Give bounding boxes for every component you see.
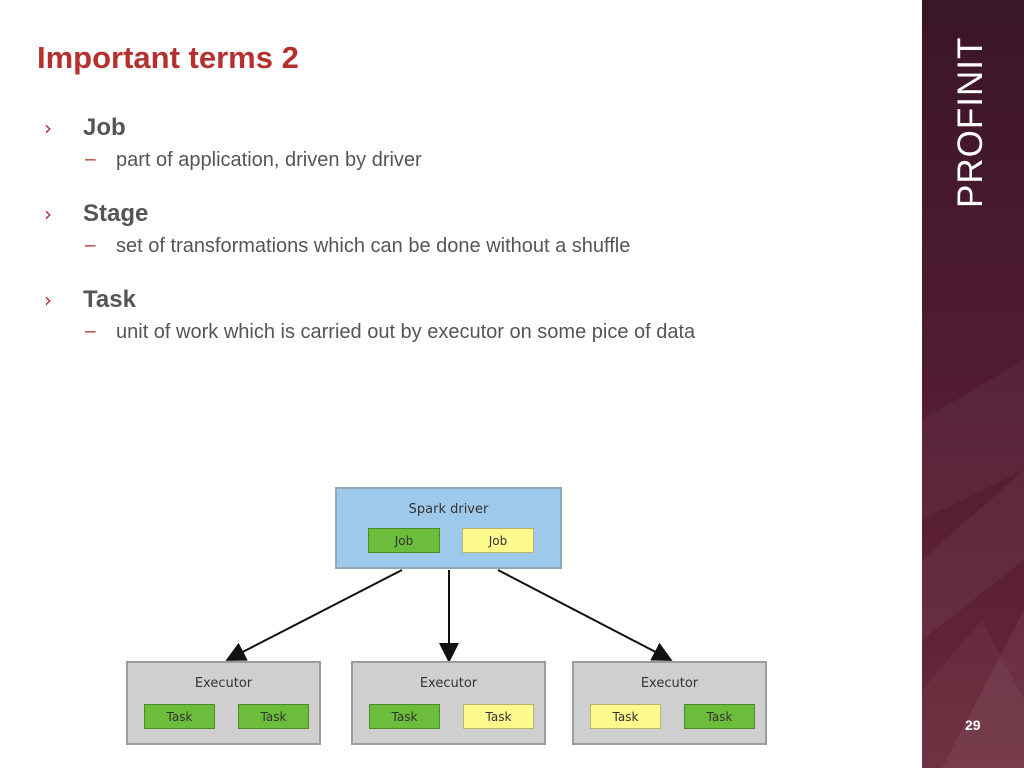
bullet-term: Stage (83, 200, 149, 227)
executor-title: Executor (194, 676, 253, 691)
spark-architecture-diagram: Spark driver Job Job Executor Task Task … (120, 480, 780, 750)
arrow-to-executor-3 (497, 569, 673, 661)
executor-title: Executor (419, 676, 478, 691)
task-chip: Task (238, 704, 309, 729)
executor-box: Executor Task Task (351, 661, 546, 745)
spark-driver-box: Spark driver Job Job (335, 487, 562, 569)
task-chip: Task (590, 704, 661, 729)
executor-title: Executor (640, 676, 699, 691)
sub-bullet-dash-icon: – (85, 321, 96, 342)
slide-title: Important terms 2 (37, 40, 299, 75)
bullet-list: › Job – part of application, driven by d… (40, 112, 900, 370)
sub-bullet-dash-icon: – (85, 235, 96, 256)
arrow-to-executor-1 (225, 569, 403, 661)
task-chip: Task (369, 704, 440, 729)
executor-box: Executor Task Task (126, 661, 321, 745)
job-chip: Job (462, 528, 534, 553)
sub-bullet-task: – unit of work which is carried out by e… (40, 316, 900, 370)
bullet-item-task: › Task (40, 284, 900, 316)
brand-logo: PROFINIT (951, 36, 990, 208)
executor-box: Executor Task Task (572, 661, 767, 745)
page-number: 29 (965, 717, 981, 733)
bullet-term: Task (83, 286, 136, 313)
task-chip: Task (684, 704, 755, 729)
bullet-chevron-icon: › (44, 288, 52, 312)
bullet-term: Job (83, 114, 126, 141)
brand-side-panel (922, 0, 1024, 768)
driver-title: Spark driver (408, 502, 489, 517)
sub-bullet-text: part of application, driven by driver (116, 149, 422, 171)
sub-bullet-text: unit of work which is carried out by exe… (116, 321, 696, 343)
sub-bullet-stage: – set of transformations which can be do… (40, 230, 900, 284)
bullet-chevron-icon: › (44, 202, 52, 226)
sub-bullet-text: set of transformations which can be done… (116, 235, 631, 257)
task-chip: Task (144, 704, 215, 729)
job-chip: Job (368, 528, 440, 553)
sub-bullet-job: – part of application, driven by driver (40, 144, 900, 198)
bullet-item-stage: › Stage (40, 198, 900, 230)
diagram-arrows (225, 569, 673, 663)
task-chip: Task (463, 704, 534, 729)
bullet-chevron-icon: › (44, 116, 52, 140)
bullet-item-job: › Job (40, 112, 900, 144)
sub-bullet-dash-icon: – (85, 149, 96, 170)
panel-decoration (922, 360, 1024, 768)
